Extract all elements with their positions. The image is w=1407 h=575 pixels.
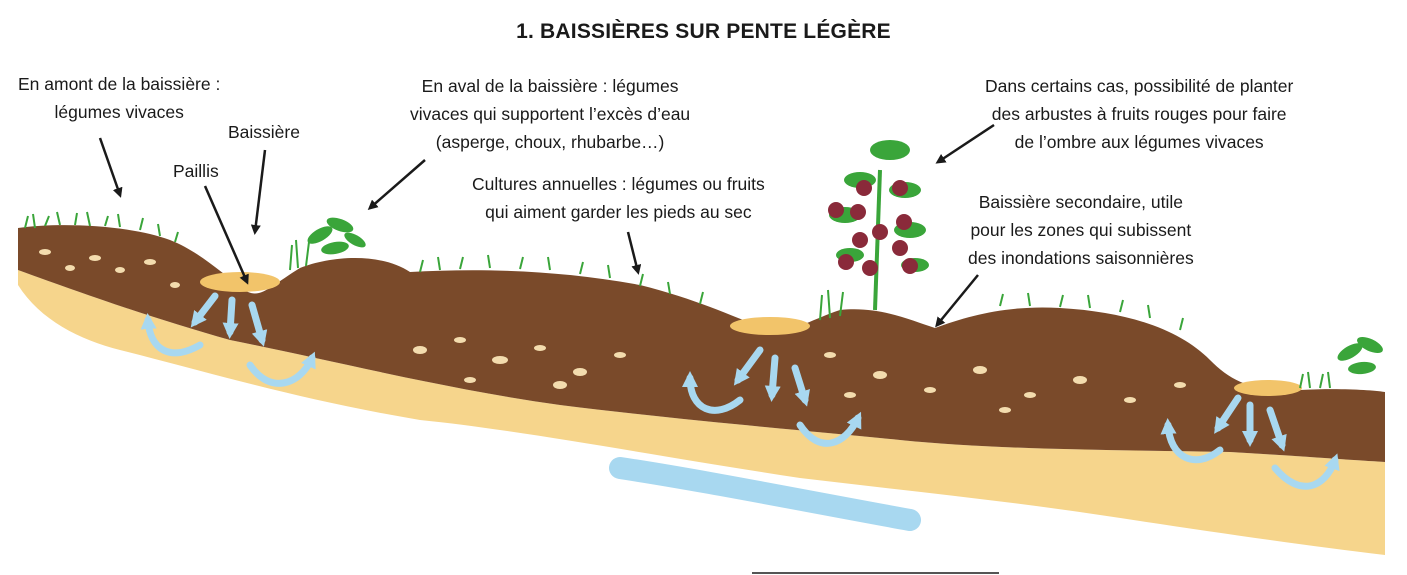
label-cultures-line-1: Cultures annuelles : légumes ou fruits: [472, 174, 765, 194]
leader-arrow: [98, 123, 995, 328]
label-cultures-line-2: qui aiment garder les pieds au sec: [485, 202, 752, 222]
soil-stones: [39, 249, 1186, 413]
label-aval-line-1: En aval de la baissière : légumes: [421, 76, 679, 96]
label-amont: En amont de la baissière : légumes vivac…: [18, 70, 220, 126]
label-secondaire-line-3: des inondations saisonnières: [968, 248, 1194, 268]
label-amont-line-2: légumes vivaces: [54, 102, 184, 122]
grass-tuft: [24, 211, 1331, 389]
label-paillis: Paillis: [173, 157, 219, 185]
water-flow-arrow: [140, 292, 1340, 490]
label-aval-line-2: vivaces qui supportent l’excès d’eau: [410, 104, 691, 124]
label-secondaire-line-1: Baissière secondaire, utile: [978, 192, 1183, 212]
label-baissiere-text: Baissière: [228, 122, 300, 142]
topsoil-layer: [18, 225, 1385, 462]
label-cultures: Cultures annuelles : légumes ou fruits q…: [472, 170, 765, 226]
bottom-rule: [752, 572, 999, 574]
leafy-plant: [307, 217, 1383, 375]
label-secondaire: Baissière secondaire, utile pour les zon…: [968, 188, 1194, 272]
deep-water-flow-arrow: [609, 457, 921, 531]
label-paillis-text: Paillis: [173, 161, 219, 181]
mulch: [200, 272, 1302, 396]
label-secondaire-line-2: pour les zones qui subissent: [970, 220, 1192, 240]
subsoil-layer: [18, 270, 1385, 555]
label-baissiere: Baissière: [228, 118, 300, 146]
diagram-title: 1. BAISSIÈRES SUR PENTE LÉGÈRE: [516, 20, 891, 43]
label-amont-line-1: En amont de la baissière :: [18, 74, 221, 94]
label-arbustes-line-1: Dans certains cas, possibilité de plante…: [985, 76, 1294, 96]
label-arbustes: Dans certains cas, possibilité de plante…: [985, 72, 1293, 156]
label-arbustes-line-3: de l’ombre aux légumes vivaces: [1014, 132, 1264, 152]
label-aval-line-3: (asperge, choux, rhubarbe…): [435, 132, 665, 152]
label-aval: En aval de la baissière : légumes vivace…: [410, 72, 690, 156]
label-arbustes-line-2: des arbustes à fruits rouges pour faire: [991, 104, 1287, 124]
berry-shrub: [828, 140, 929, 311]
